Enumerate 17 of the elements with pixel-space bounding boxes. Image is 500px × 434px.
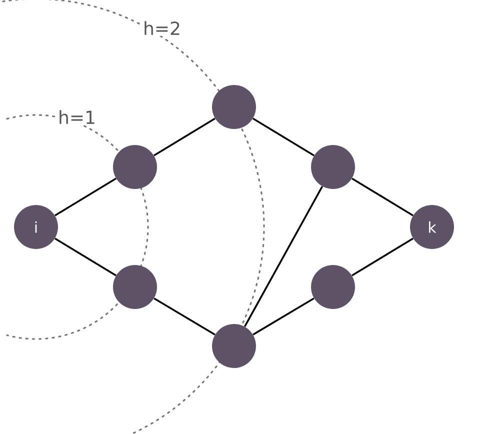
vertex-circle: [311, 265, 355, 309]
edge-line: [154, 298, 216, 336]
edge-line: [252, 118, 314, 156]
edge-line: [352, 238, 414, 276]
edge-line: [244, 186, 324, 328]
vertex-circle: [113, 265, 157, 309]
edge-line: [252, 298, 314, 336]
edge-line: [54, 178, 116, 216]
ring-label: h=2: [142, 20, 182, 36]
edge-line: [352, 178, 414, 216]
vertex-circle: [113, 145, 157, 189]
vertex-circle: [212, 324, 256, 368]
edge-line: [54, 238, 116, 276]
vertex-circle: [212, 85, 256, 129]
vertex-circle: [311, 145, 355, 189]
edge-line: [154, 118, 216, 156]
ring-label: h=1: [57, 109, 97, 125]
